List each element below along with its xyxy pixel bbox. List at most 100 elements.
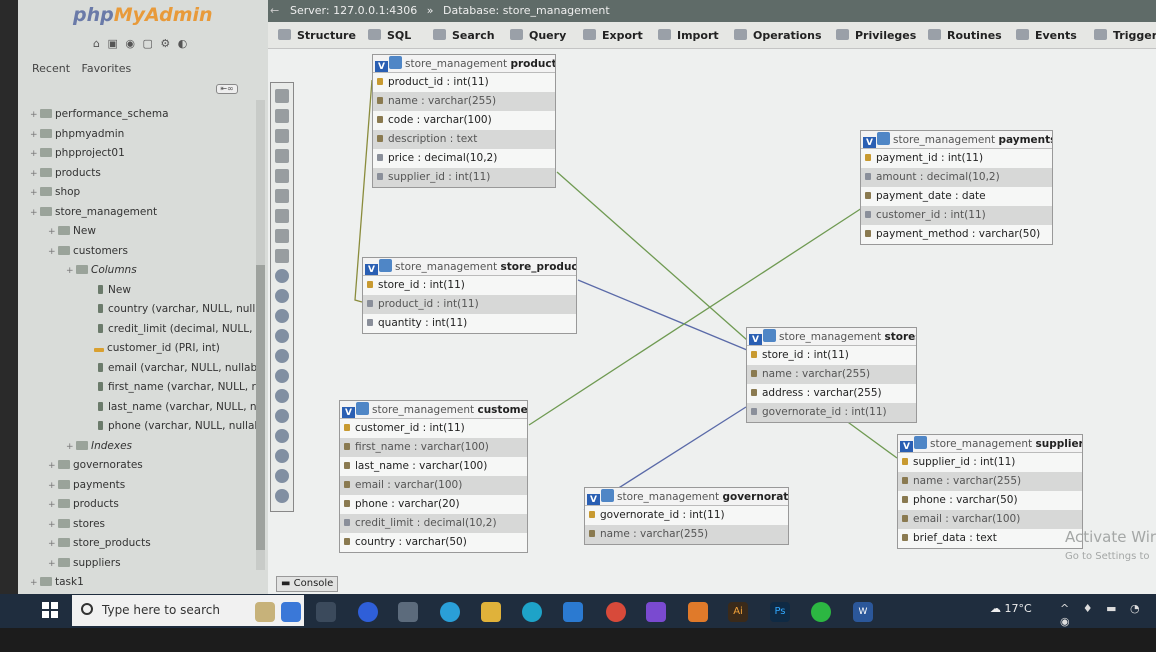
tree-item[interactable]: email (varchar, NULL, nullab [84, 359, 257, 377]
table-column-row[interactable]: first_name : varchar(100) [340, 438, 527, 457]
table-column-row[interactable]: governorate_id : int(11) [585, 506, 788, 525]
move-icon[interactable] [275, 389, 289, 403]
weather-widget[interactable]: ☁ 17°C [990, 602, 1032, 615]
expand-icon[interactable]: + [48, 480, 56, 491]
table-column-row[interactable]: email : varchar(100) [898, 510, 1082, 529]
toggle-columns-icon[interactable]: V [900, 441, 913, 452]
phpmyadmin-logo[interactable]: phpMyAdmin [73, 4, 213, 26]
relation-store-products-stores[interactable] [577, 279, 748, 351]
whatsapp-app-icon[interactable] [811, 602, 831, 622]
tree-item[interactable]: +suppliers [48, 554, 121, 572]
tree-item[interactable]: +New [48, 222, 96, 240]
table-column-row[interactable]: customer_id : int(11) [340, 419, 527, 438]
expand-icon[interactable]: + [30, 129, 38, 140]
toggle-small-icon[interactable] [275, 289, 289, 303]
table-column-row[interactable]: quantity : int(11) [363, 314, 576, 333]
table-options-icon[interactable] [356, 402, 369, 415]
toggle-columns-icon[interactable]: V [863, 137, 876, 148]
tree-item[interactable]: +phpproject01 [30, 144, 125, 162]
relation-products-store-products[interactable] [354, 79, 373, 303]
xampp-app-icon[interactable] [688, 602, 708, 622]
table-column-row[interactable]: amount : decimal(10,2) [861, 168, 1052, 187]
toggle-columns-icon[interactable]: V [375, 61, 388, 72]
tab-structure[interactable]: Structure [278, 22, 356, 49]
vscode-app-icon[interactable] [563, 602, 583, 622]
edge-browser-icon[interactable] [522, 602, 542, 622]
table-options-icon[interactable] [763, 329, 776, 342]
table-column-row[interactable]: last_name : varchar(100) [340, 457, 527, 476]
chrome-app-icon[interactable] [606, 602, 626, 622]
reload-icon[interactable] [275, 469, 289, 483]
console-button[interactable]: ▬ Console [276, 576, 338, 592]
breadcrumb-database[interactable]: Database: store_management [443, 4, 610, 17]
fit-icon[interactable] [275, 109, 289, 123]
table-column-row[interactable]: customer_id : int(11) [861, 206, 1052, 225]
expand-icon[interactable]: + [48, 461, 56, 471]
tree-item[interactable]: phone (varchar, NULL, nullal [84, 417, 257, 435]
expand-icon[interactable]: + [30, 149, 38, 159]
toggle-columns-icon[interactable]: V [587, 494, 600, 505]
help-icon[interactable] [275, 329, 289, 343]
table-column-row[interactable]: payment_id : int(11) [861, 149, 1052, 168]
tree-item[interactable]: +products [30, 164, 101, 182]
table-column-row[interactable]: supplier_id : int(11) [898, 453, 1082, 472]
save-as-icon[interactable] [275, 209, 289, 223]
tab-favorites[interactable]: Favorites [81, 62, 132, 75]
pen-app-icon[interactable] [255, 602, 275, 622]
tab-query[interactable]: Query [510, 22, 566, 49]
tab-routines[interactable]: Routines [928, 22, 1002, 49]
relation-customers-payments[interactable] [528, 207, 863, 426]
expand-icon[interactable]: + [48, 500, 56, 510]
expand-icon[interactable]: + [48, 246, 56, 257]
export-icon[interactable] [275, 149, 289, 163]
table-column-row[interactable]: product_id : int(11) [373, 73, 555, 92]
nav-quick-icons[interactable]: ⌂ ▣ ◉ ▢ ⚙ ◐ [93, 37, 190, 50]
table-options-icon[interactable] [877, 132, 890, 145]
snap-icon[interactable] [275, 369, 289, 383]
tree-item[interactable]: first_name (varchar, NULL, r [84, 378, 256, 396]
illustrator-app-icon[interactable]: Ai [728, 602, 748, 622]
toggle-columns-icon[interactable]: V [749, 334, 762, 345]
delete-page-icon[interactable] [275, 229, 289, 243]
tab-sql[interactable]: SQL [368, 22, 411, 49]
word-app-icon[interactable]: W [853, 602, 873, 622]
pin-icon[interactable] [275, 489, 289, 503]
toggle-columns-icon[interactable]: V [365, 264, 378, 275]
page-icon[interactable] [275, 169, 289, 183]
drive-app-icon[interactable] [281, 602, 301, 622]
table-column-row[interactable]: product_id : int(11) [363, 295, 576, 314]
system-tray[interactable]: ^ ♦ ▬ ◔ ◉ [1060, 602, 1145, 628]
grid-icon[interactable] [275, 249, 289, 263]
tab-operations[interactable]: Operations [734, 22, 822, 49]
store-app-icon[interactable] [398, 602, 418, 622]
tab-privileges[interactable]: Privileges [836, 22, 916, 49]
table-column-row[interactable]: payment_date : date [861, 187, 1052, 206]
expand-icon[interactable]: + [66, 441, 74, 452]
table-column-row[interactable]: address : varchar(255) [747, 384, 916, 403]
expand-icon[interactable]: + [30, 110, 38, 120]
file-explorer-icon[interactable] [481, 602, 501, 622]
zoom-app-icon[interactable] [358, 602, 378, 622]
tree-item[interactable]: country (varchar, NULL, null [84, 300, 255, 318]
breadcrumb-server[interactable]: Server: 127.0.0.1:4306 [290, 4, 418, 17]
table-column-row[interactable]: payment_method : varchar(50) [861, 225, 1052, 244]
expand-icon[interactable]: + [48, 227, 56, 237]
relation-products-stores[interactable] [556, 171, 748, 341]
table-column-row[interactable]: name : varchar(255) [747, 365, 916, 384]
table-column-row[interactable]: store_id : int(11) [747, 346, 916, 365]
tab-import[interactable]: Import [658, 22, 719, 49]
visual-studio-icon[interactable] [646, 602, 666, 622]
table-column-row[interactable]: country : varchar(50) [340, 533, 527, 552]
save-icon[interactable] [275, 189, 289, 203]
tab-recent[interactable]: Recent [32, 62, 71, 75]
table-options-icon[interactable] [379, 259, 392, 272]
